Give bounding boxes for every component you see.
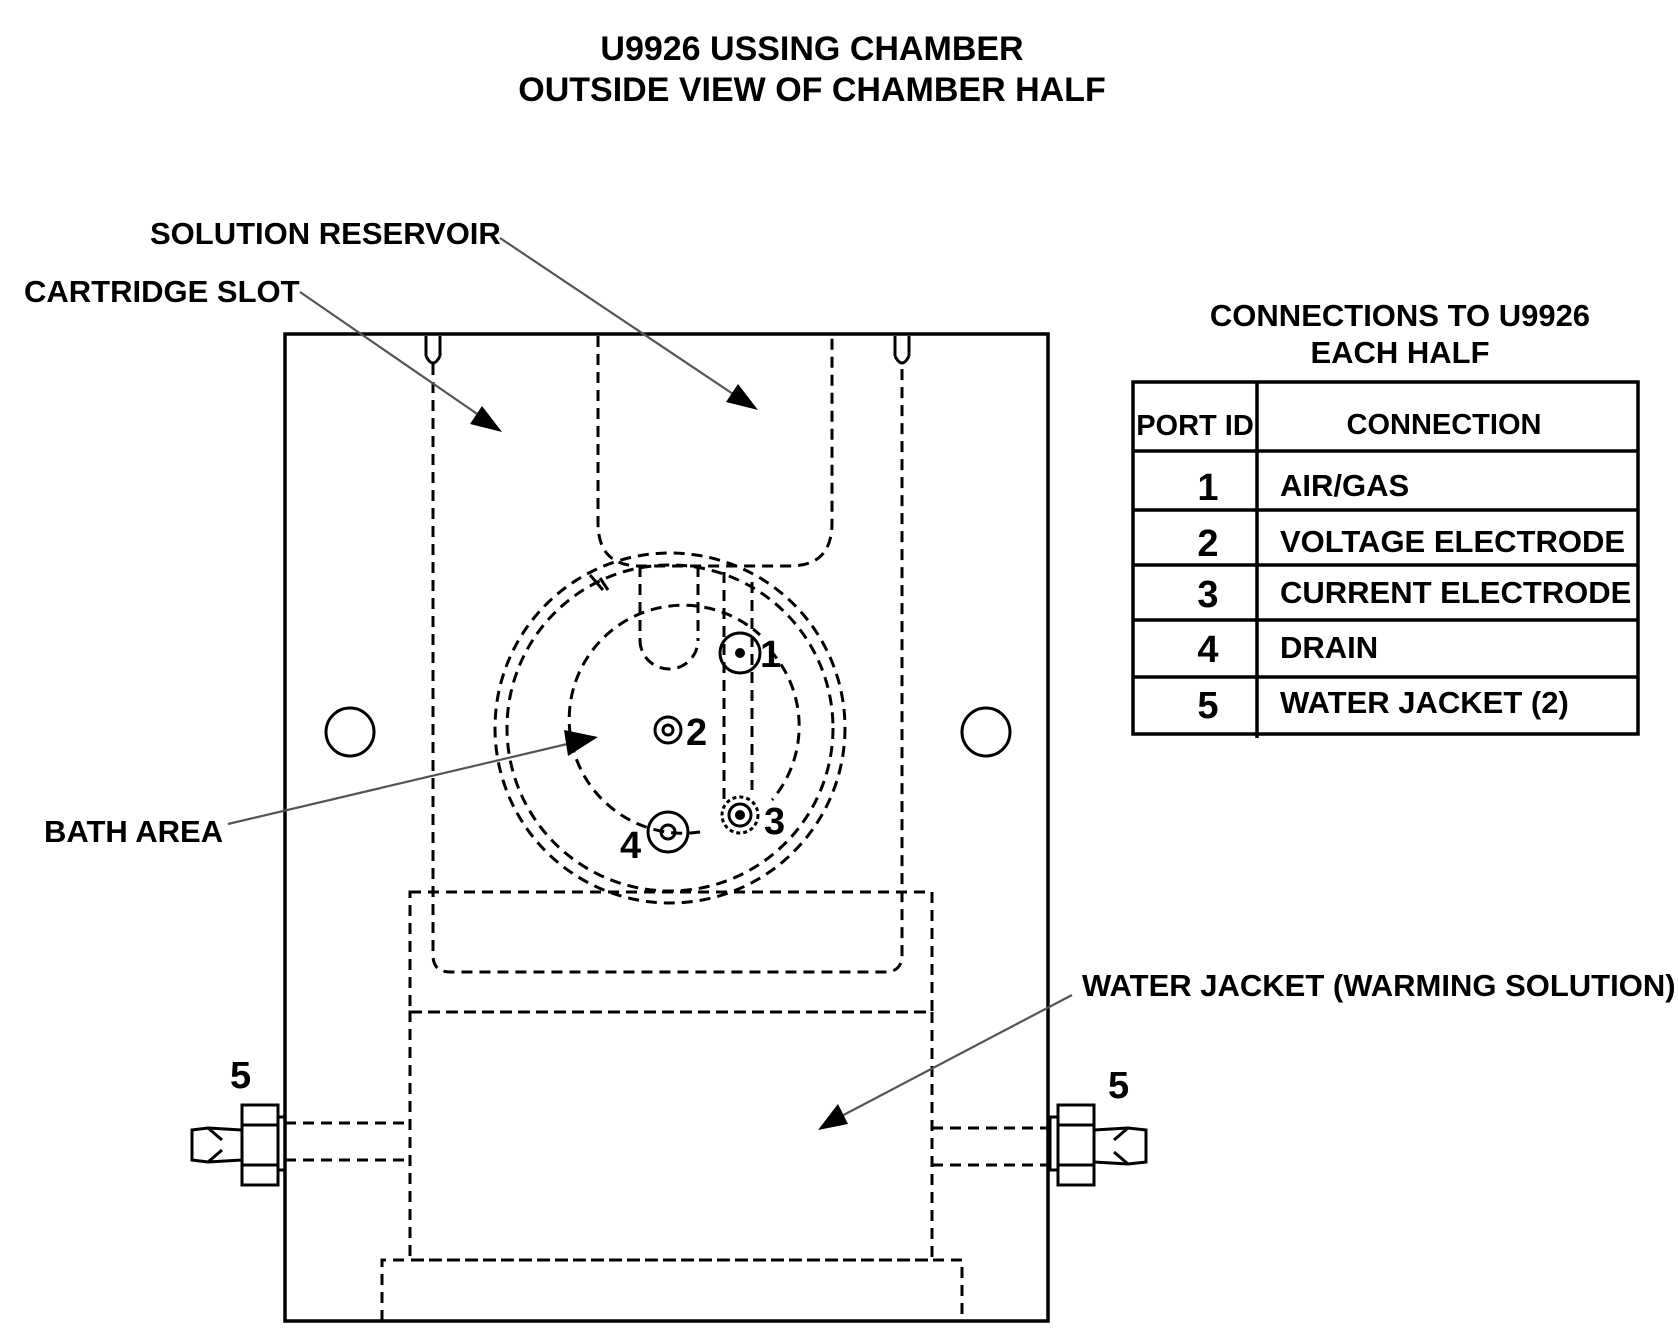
port-4-inner (659, 823, 677, 841)
leader-bath-area (227, 739, 581, 826)
right-fitting-collar (1048, 1115, 1058, 1172)
water-jacket-upper (408, 890, 934, 1014)
left-fitting-nut (240, 1103, 280, 1187)
table-header-connection: CONNECTION (1347, 409, 1542, 441)
water-jacket-base (380, 1258, 964, 1321)
arrow-water-jacket (818, 1104, 848, 1130)
port-2-outer (653, 715, 683, 745)
left-fitting-barb (190, 1126, 243, 1164)
table-title-line-2: EACH HALF (1310, 335, 1489, 370)
table-title-line-1: CONNECTIONS TO U9926 (1210, 298, 1590, 333)
table-row-1-port: 1 (1197, 467, 1218, 509)
left-fitting-collar (278, 1115, 287, 1172)
port-4-number: 4 (620, 825, 641, 867)
leader-solution-reservoir (499, 237, 743, 401)
port-3-outer (720, 795, 760, 835)
bath-inner-arc-right (768, 648, 801, 801)
table-row-3-connection: CURRENT ELECTRODE (1280, 575, 1631, 610)
slot-fork-right (893, 336, 911, 365)
table-row-2-connection: VOLTAGE ELECTRODE (1280, 524, 1625, 559)
arrow-bath-area (564, 730, 598, 756)
mounting-hole-right (960, 706, 1012, 758)
leader-cartridge-slot (299, 291, 487, 421)
label-cartridge-slot: CARTRIDGE SLOT (24, 274, 300, 309)
left-fitting-pipe (285, 1121, 410, 1162)
right-fitting-nut-lines (1058, 1123, 1094, 1167)
table-row-4-connection: DRAIN (1280, 630, 1378, 665)
port-3-dot (735, 810, 745, 820)
label-water-jacket: WATER JACKET (WARMING SOLUTION) (1082, 968, 1676, 1003)
port-1-ring (718, 631, 762, 675)
bath-inner-arc (567, 603, 762, 835)
port-4-outer (646, 810, 690, 854)
channel-inner-arc (638, 639, 700, 671)
port-1-number: 1 (760, 634, 781, 676)
label-solution-reservoir: SOLUTION RESERVOIR (150, 216, 501, 251)
port-3-number: 3 (764, 801, 785, 843)
circle-tick (588, 574, 610, 591)
title-line-2: OUTSIDE VIEW OF CHAMBER HALF (518, 71, 1105, 109)
port-3-mid (727, 802, 753, 828)
water-jacket-lower (408, 1010, 934, 1262)
arrow-cartridge-slot (470, 406, 502, 432)
cartridge-slot-outline (431, 364, 904, 974)
table-row-5-port: 5 (1197, 685, 1218, 727)
title-line-1: U9926 USSING CHAMBER (600, 30, 1023, 68)
right-fitting-pipe (932, 1126, 1048, 1167)
solution-reservoir-outline (596, 336, 834, 568)
left-fitting-nut-lines (242, 1123, 278, 1167)
table-row-2-port: 2 (1197, 523, 1218, 565)
table-row-4-port: 4 (1197, 629, 1218, 671)
leader-water-jacket (833, 994, 1073, 1121)
table-row-1-connection: AIR/GAS (1280, 468, 1409, 503)
bath-outer-circle (493, 551, 847, 905)
mounting-hole-left (324, 706, 376, 758)
right-fitting-barb (1093, 1126, 1148, 1166)
table-row-5-connection: WATER JACKET (2) (1280, 685, 1569, 720)
table-header-port-id: PORT ID (1136, 410, 1254, 442)
connections-table: CONNECTIONS TO U9926 EACH HALF PORT ID C… (1131, 298, 1640, 738)
chamber-body (283, 332, 1050, 1323)
table-border (1131, 380, 1640, 736)
right-fitting-nut (1056, 1103, 1096, 1187)
arrow-solution-reservoir (726, 384, 758, 410)
label-bath-area: BATH AREA (44, 814, 223, 849)
port-5-right-number: 5 (1108, 1065, 1129, 1107)
port-2-inner (661, 723, 675, 737)
table-row-3-port: 3 (1197, 574, 1218, 616)
port-1-dot (735, 648, 745, 658)
port-5-left-number: 5 (230, 1055, 251, 1097)
port-2-number: 2 (686, 712, 707, 754)
slot-fork-left (424, 336, 442, 365)
